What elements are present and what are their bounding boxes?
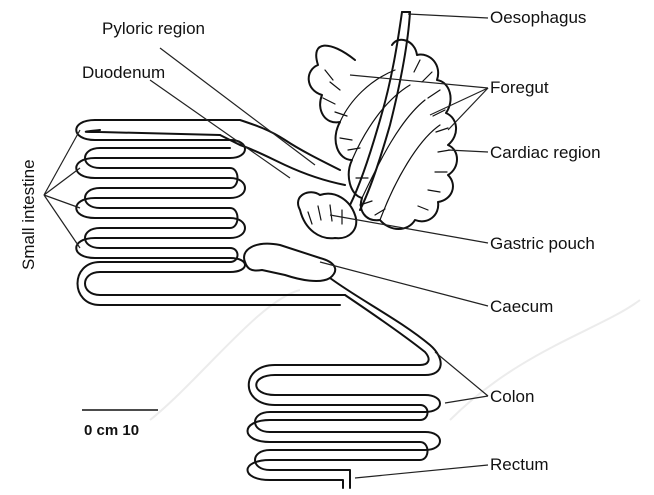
- label-foregut: Foregut: [490, 79, 549, 96]
- colon-loops: [248, 278, 441, 488]
- small-intestine-coils: [76, 120, 345, 305]
- gastric-pouch-shape: [298, 192, 356, 238]
- label-gastric-pouch: Gastric pouch: [490, 235, 595, 252]
- label-small-intestine: Small intestine: [20, 159, 37, 270]
- leader-oesophagus: [408, 14, 488, 18]
- label-rectum: Rectum: [490, 456, 549, 473]
- leader-si-2: [44, 168, 80, 195]
- pyloric-duodenum-tube: [95, 120, 345, 185]
- leader-rectum: [355, 465, 488, 478]
- leader-lines: [44, 14, 488, 478]
- leader-foregut-a: [350, 75, 488, 88]
- stomach-foregut: [309, 12, 457, 229]
- label-oesophagus: Oesophagus: [490, 9, 586, 26]
- label-colon: Colon: [490, 388, 534, 405]
- leader-foregut-c: [448, 88, 488, 130]
- leader-foregut-b: [430, 88, 488, 115]
- leader-colon-b: [445, 396, 488, 403]
- leader-si-1: [44, 130, 80, 195]
- label-duodenum: Duodenum: [82, 64, 165, 81]
- background-sketch: [150, 290, 640, 420]
- scale-bar-label: 0 cm 10: [84, 422, 139, 439]
- leader-colon-a: [435, 352, 488, 396]
- leader-duodenum: [150, 80, 290, 178]
- label-cardiac-region: Cardiac region: [490, 144, 601, 161]
- leader-caecum: [320, 262, 488, 306]
- leader-si-4: [44, 195, 80, 248]
- label-caecum: Caecum: [490, 298, 553, 315]
- label-pyloric-region: Pyloric region: [102, 20, 205, 37]
- leader-si-3: [44, 195, 80, 208]
